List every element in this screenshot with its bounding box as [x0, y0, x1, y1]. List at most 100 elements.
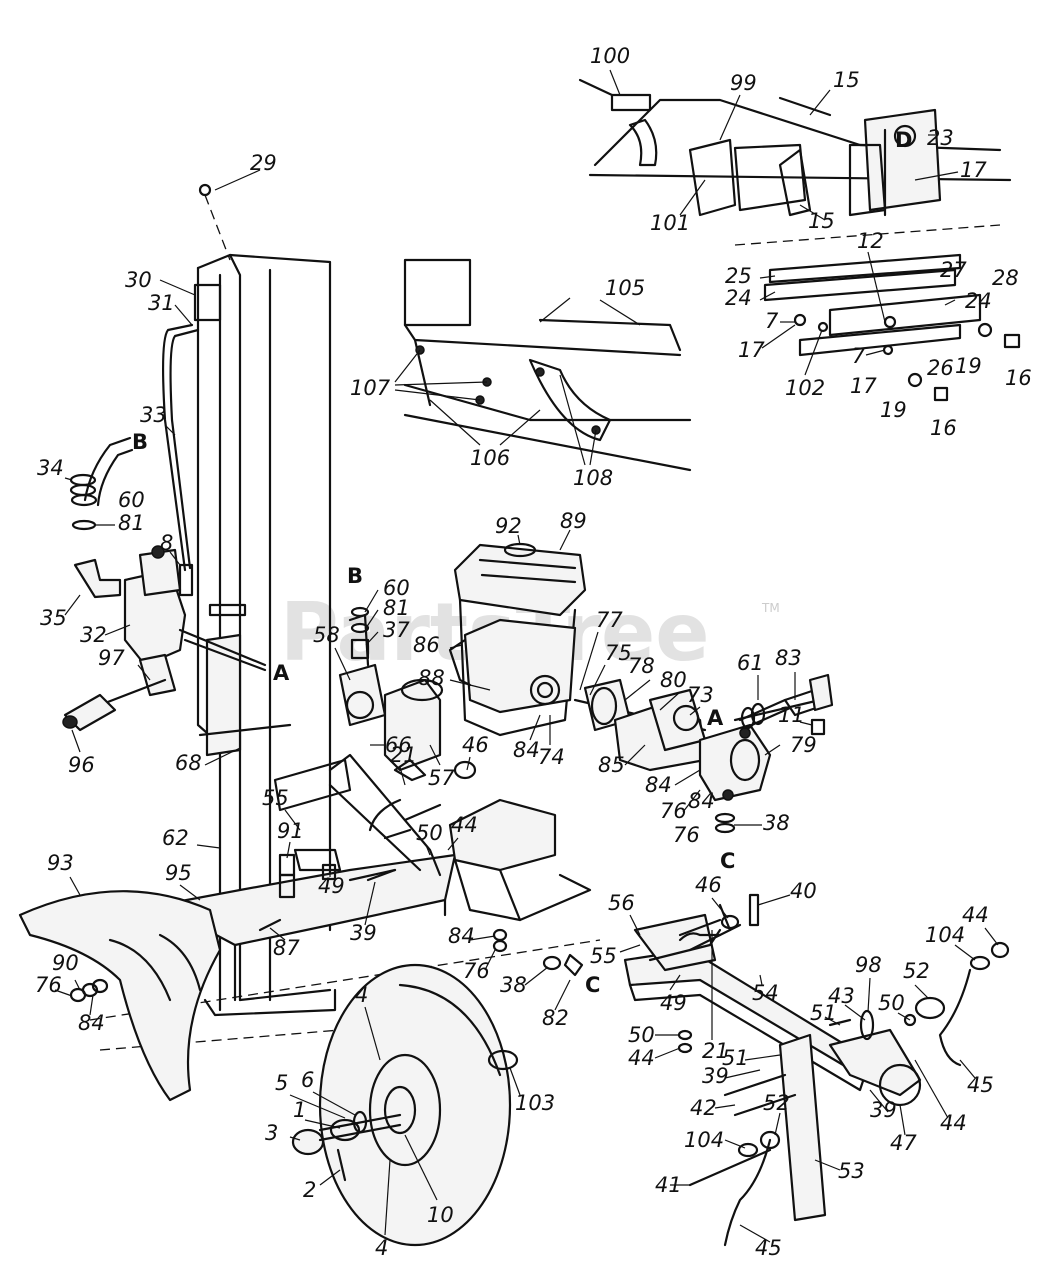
part-label-57: 57: [428, 766, 455, 790]
part-label-108: 108: [573, 466, 613, 490]
part-label-52b: 52: [763, 1091, 790, 1115]
part-label-46: 46: [462, 733, 489, 757]
beam-assembly-top: [578, 78, 1021, 402]
part-label-24: 24: [725, 286, 752, 310]
part-label-32: 32: [80, 623, 107, 647]
part-label-17c: 17: [850, 374, 877, 398]
part-label-45b: 45: [755, 1236, 782, 1260]
part-label-99: 99: [730, 71, 757, 95]
part-label-103: 103: [515, 1091, 555, 1115]
part-label-53: 53: [838, 1159, 865, 1183]
connection-label-b-pump: B: [347, 564, 363, 588]
part-label-23: 23: [927, 126, 954, 150]
part-label-73: 73: [687, 683, 714, 707]
part-label-58: 58: [313, 623, 340, 647]
part-label-47: 47: [890, 1131, 917, 1155]
part-label-62: 62: [162, 826, 189, 850]
part-label-61: 61: [737, 651, 764, 675]
part-label-50b: 50: [878, 991, 905, 1015]
part-label-16b: 16: [930, 416, 957, 440]
part-label-96: 96: [68, 753, 95, 777]
part-label-39b: 39: [702, 1064, 729, 1088]
connection-label-c-pump: C: [720, 849, 735, 873]
part-label-24b: 24: [965, 289, 992, 313]
part-label-38b: 38: [500, 973, 527, 997]
part-label-79: 79: [790, 733, 817, 757]
part-label-84d: 84: [448, 924, 475, 948]
part-label-98: 98: [855, 953, 882, 977]
part-label-55b: 55: [590, 944, 617, 968]
part-label-52: 52: [903, 959, 930, 983]
part-label-19: 19: [955, 354, 982, 378]
part-label-7: 7: [765, 309, 779, 333]
part-label-15: 15: [833, 68, 860, 92]
fitting-34: [69, 473, 98, 531]
part-label-91: 91: [277, 819, 304, 843]
part-label-17b: 17: [738, 338, 765, 362]
part-label-97: 97: [98, 646, 125, 670]
part-label-37: 37: [383, 618, 410, 642]
part-label-54: 54: [752, 981, 779, 1005]
part-label-106: 106: [470, 446, 510, 470]
part-label-10: 10: [427, 1203, 454, 1227]
part-label-44b: 44: [962, 903, 989, 927]
part-label-102: 102: [785, 376, 825, 400]
part-label-6: 6: [301, 1068, 314, 1092]
connection-label-a-valve: A: [273, 661, 290, 685]
part-label-44: 44: [451, 813, 478, 837]
part-label-29: 29: [250, 151, 277, 175]
part-label-80: 80: [660, 668, 687, 692]
callout-labels: 100 99 15 23 17 101 15 12 27 25 28 24 24…: [35, 44, 1032, 1260]
part-label-21: 21: [390, 743, 417, 767]
part-label-19b: 19: [880, 398, 907, 422]
hydraulic-line: [161, 323, 194, 572]
connection-label-c-tank: C: [585, 973, 600, 997]
part-label-27: 27: [940, 258, 967, 282]
part-label-43: 43: [828, 984, 855, 1008]
part-label-33: 33: [140, 403, 167, 427]
part-label-84: 84: [513, 738, 540, 762]
part-label-35: 35: [40, 606, 67, 630]
part-label-44c: 44: [628, 1046, 655, 1070]
part-label-30: 30: [125, 268, 152, 292]
part-label-92: 92: [495, 514, 522, 538]
wheel: [291, 963, 519, 1247]
washer-group-left: [69, 868, 584, 1003]
part-label-34: 34: [37, 456, 64, 480]
beam-detail-assembly: [403, 258, 692, 472]
part-label-86: 86: [413, 633, 440, 657]
part-label-38: 38: [763, 811, 790, 835]
part-label-12: 12: [857, 229, 884, 253]
splitter-column: [193, 183, 337, 1017]
part-label-100: 100: [590, 44, 630, 68]
part-label-68: 68: [175, 751, 202, 775]
part-label-107: 107: [350, 376, 391, 400]
part-label-60: 60: [118, 488, 145, 512]
part-label-84b: 84: [645, 773, 672, 797]
hub-parts: [318, 1110, 402, 1142]
part-label-105: 105: [605, 276, 645, 300]
part-label-39: 39: [350, 921, 377, 945]
leader-lines: [54, 69, 999, 1243]
part-label-39c: 39: [870, 1098, 897, 1122]
part-label-16: 16: [1005, 366, 1032, 390]
part-label-87: 87: [273, 936, 300, 960]
part-label-45: 45: [967, 1073, 994, 1097]
connection-label-a-pump: A: [707, 706, 724, 730]
part-label-77: 77: [596, 608, 623, 632]
part-label-51b: 51: [722, 1046, 749, 1070]
part-label-76b: 76: [673, 823, 700, 847]
control-valve: [62, 545, 267, 732]
part-label-75: 75: [605, 641, 632, 665]
part-label-28: 28: [992, 266, 1019, 290]
base-frame: [89, 723, 601, 1051]
fitting-61-83: [738, 673, 834, 736]
part-label-8: 8: [160, 531, 173, 555]
part-label-31: 31: [148, 291, 175, 315]
part-label-56: 56: [608, 891, 635, 915]
part-label-93: 93: [47, 851, 74, 875]
part-label-90: 90: [52, 951, 79, 975]
part-label-89: 89: [560, 509, 587, 533]
part-label-4b: 4: [375, 1236, 388, 1260]
